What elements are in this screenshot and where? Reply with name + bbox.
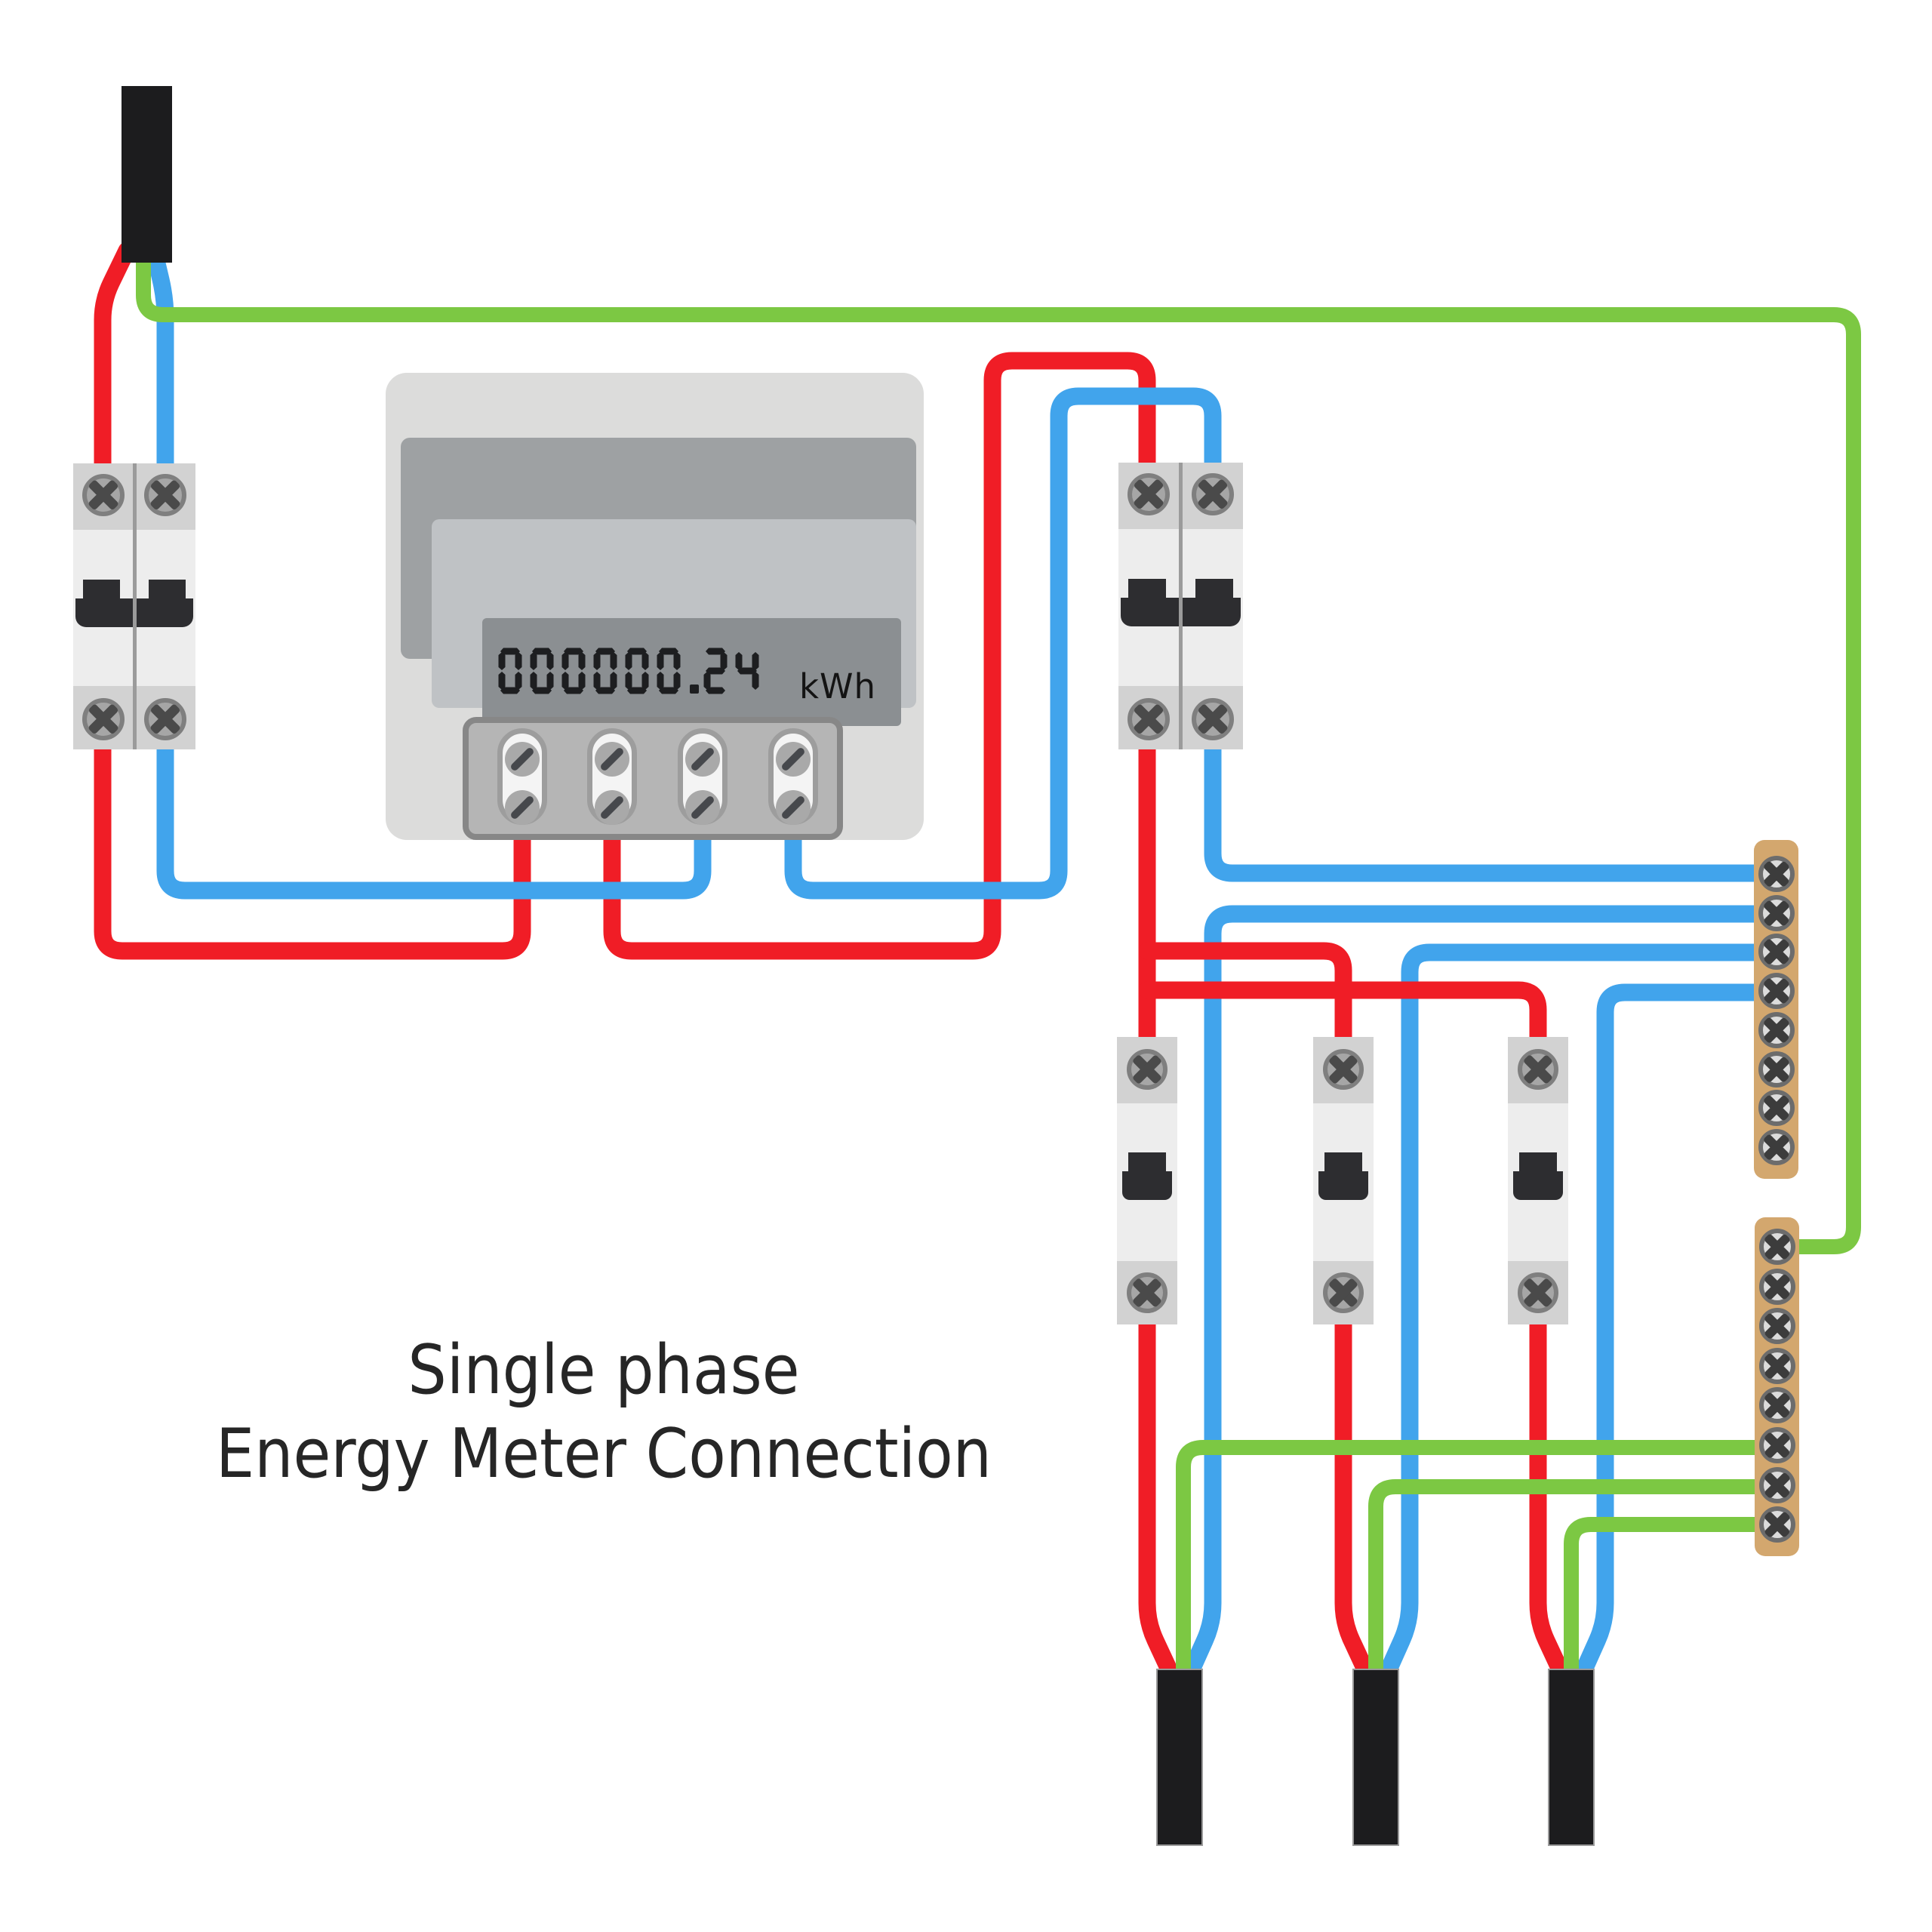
wire-live-breaker2-to-load1 (1138, 739, 1177, 1675)
wire-neutral-bar-to-load2 (1381, 943, 1775, 1675)
wire-live-meter-t2-to-breaker2 (603, 352, 1156, 960)
title-line-1: Single phase (408, 1331, 800, 1410)
wire-neutral-bar-to-load1 (1184, 905, 1775, 1675)
wire-earth-bar-to-load3 (1564, 1517, 1774, 1683)
wire-neutral-bar-to-load3 (1577, 983, 1775, 1675)
wire-earth-bar-to-load2 (1368, 1479, 1774, 1683)
wire-neutral-meter-t4-to-breaker2 (784, 387, 1222, 900)
diagram-title: Single phase Energy Meter Connection (128, 1328, 1079, 1496)
supply-cable (122, 86, 172, 263)
title-line-2: Energy Meter Connection (215, 1414, 992, 1494)
wire-earth-bar-to-load1 (1176, 1440, 1774, 1683)
wire-supply-neutral (145, 242, 174, 475)
load-cable-2 (1352, 1669, 1399, 1846)
wire-neutral-breaker2-to-bar (1204, 739, 1775, 882)
wire-live-breaker1-to-meter-t1 (94, 739, 531, 960)
wire-neutral-breaker1-to-meter-t3 (156, 739, 712, 900)
wire-supply-live (94, 242, 136, 475)
wire-earth-main (136, 240, 1861, 1254)
load-cable-1 (1156, 1669, 1203, 1846)
load-cable-3 (1548, 1669, 1595, 1846)
